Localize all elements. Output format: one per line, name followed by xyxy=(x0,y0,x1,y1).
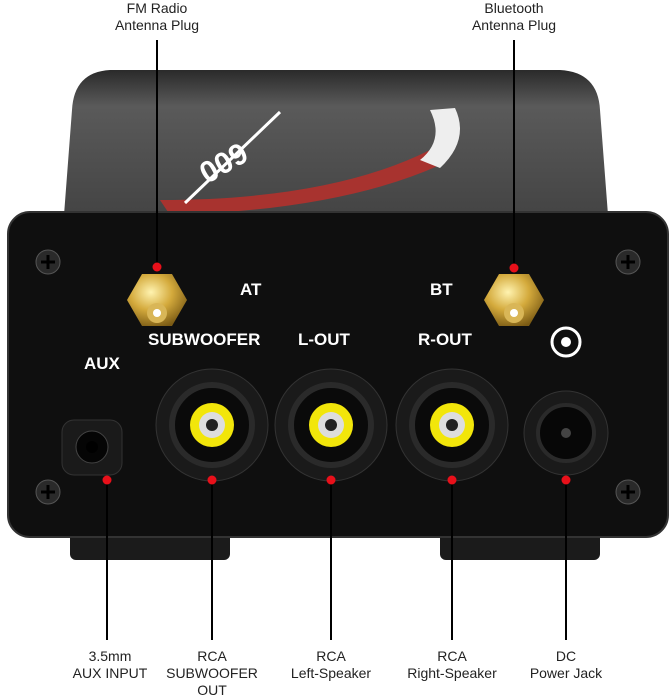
label-aux: AUX xyxy=(84,354,121,373)
callout-aux-input: 3.5mm AUX INPUT xyxy=(40,648,180,682)
callout-text: 3.5mm xyxy=(88,648,132,664)
callout-rca-left: RCA Left-Speaker xyxy=(261,648,401,682)
label-subwoofer: SUBWOOFER xyxy=(148,330,260,349)
marker-dot xyxy=(509,263,519,273)
callout-text: RCA xyxy=(437,648,467,664)
callout-text: AUX INPUT xyxy=(72,665,148,681)
rca-right-speaker-jack[interactable] xyxy=(395,368,509,482)
callout-fm-antenna: FM Radio Antenna Plug xyxy=(87,0,227,34)
marker-dot xyxy=(447,475,457,485)
power-symbol-icon xyxy=(550,326,582,358)
rca-left-speaker-jack[interactable] xyxy=(274,368,388,482)
marker-dot xyxy=(326,475,336,485)
callout-text: FM Radio xyxy=(126,0,188,16)
callout-text: Antenna Plug xyxy=(114,17,200,33)
callout-bt-antenna: Bluetooth Antenna Plug xyxy=(444,0,584,34)
label-bt: BT xyxy=(430,280,453,299)
dc-power-jack[interactable] xyxy=(523,390,609,476)
marker-dot xyxy=(152,262,162,272)
label-l-out: L-OUT xyxy=(298,330,351,349)
screw-icon xyxy=(615,249,641,275)
callout-text: OUT xyxy=(197,682,227,698)
screw-icon xyxy=(615,479,641,505)
lid-red-swoosh xyxy=(160,150,440,215)
marker-dot xyxy=(561,475,571,485)
label-r-out: R-OUT xyxy=(418,330,472,349)
callout-rca-subwoofer: RCA SUBWOOFER OUT xyxy=(142,648,282,699)
lid-needle-line xyxy=(183,110,282,205)
callout-text: DC xyxy=(555,648,577,664)
marker-dot xyxy=(102,475,112,485)
callout-text: RCA xyxy=(316,648,346,664)
aux-jack[interactable] xyxy=(61,419,123,476)
lid-white-swoosh xyxy=(420,108,460,168)
screw-icon xyxy=(35,249,61,275)
callout-dc-power: DC Power Jack xyxy=(496,648,636,682)
callout-text: Right-Speaker xyxy=(407,665,497,681)
bt-antenna-connector[interactable] xyxy=(484,274,544,326)
callout-rca-right: RCA Right-Speaker xyxy=(382,648,522,682)
label-at: AT xyxy=(240,280,262,299)
screw-icon xyxy=(35,479,61,505)
callout-text: Bluetooth xyxy=(484,0,544,16)
rca-subwoofer-jack[interactable] xyxy=(155,368,269,482)
callout-text: SUBWOOFER xyxy=(166,665,258,681)
callout-text: RCA xyxy=(197,648,227,664)
enclosure-lid xyxy=(64,70,608,215)
callout-text: Power Jack xyxy=(529,665,603,681)
fm-antenna-connector[interactable] xyxy=(127,274,187,326)
marker-dot xyxy=(207,475,217,485)
callout-text: Antenna Plug xyxy=(471,17,557,33)
callout-text: Left-Speaker xyxy=(290,665,372,681)
